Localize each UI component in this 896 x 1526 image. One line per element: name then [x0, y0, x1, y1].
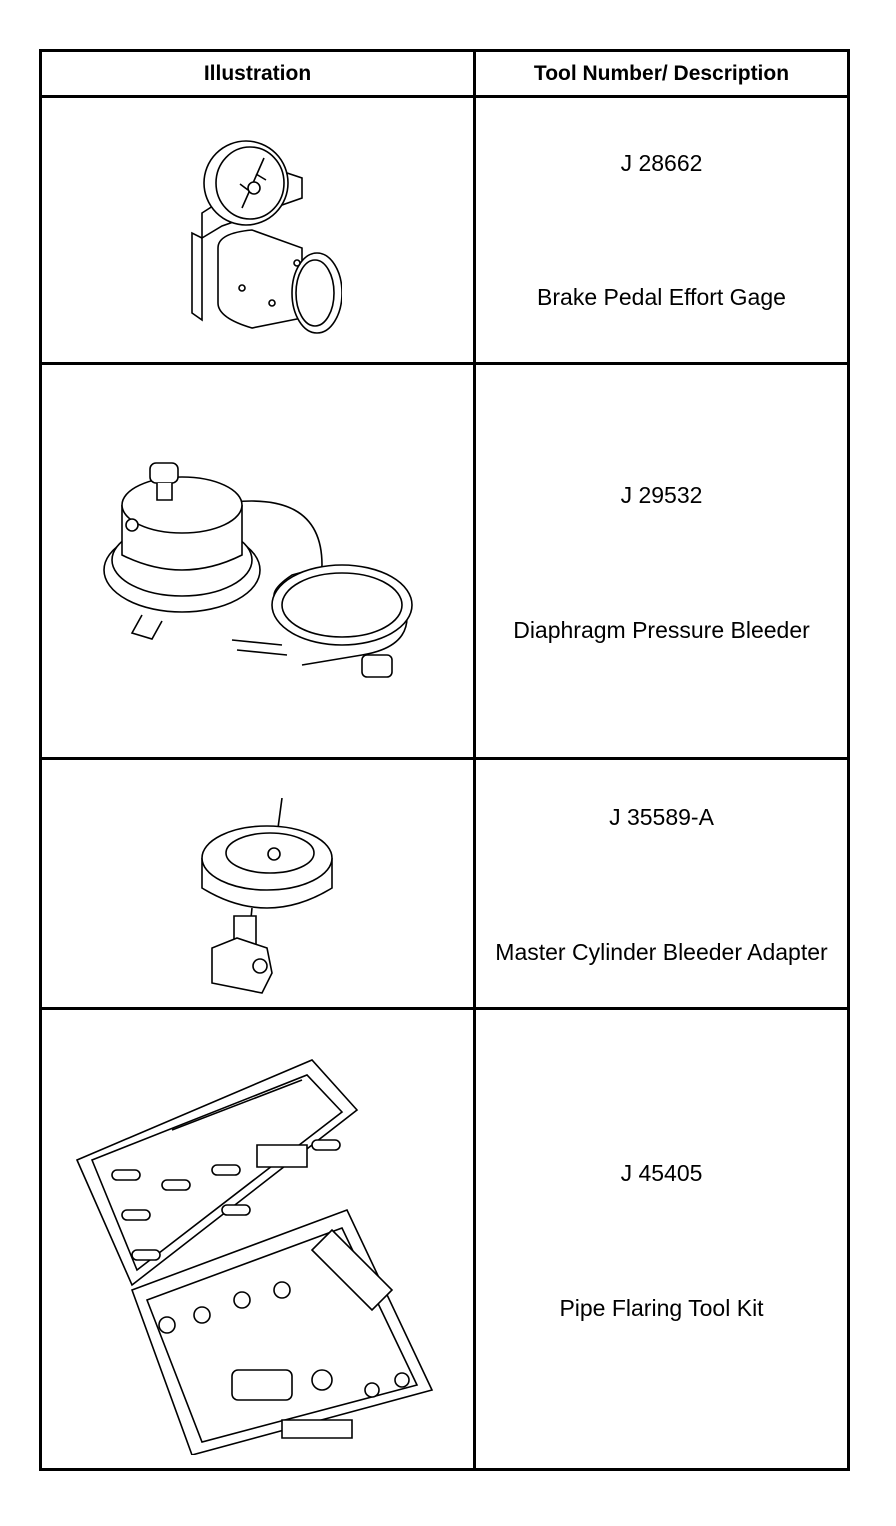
brake-pedal-effort-gage-icon [182, 138, 342, 338]
column-divider [473, 52, 476, 1468]
row-divider [42, 1007, 847, 1010]
tool-number: J 35589-A [609, 804, 714, 830]
bleeder-adapter-icon [192, 798, 342, 998]
tool-description: Pipe Flaring Tool Kit [559, 1295, 764, 1321]
row-divider [42, 362, 847, 365]
illustration-cell [42, 365, 473, 757]
tool-number: J 45405 [620, 1160, 703, 1186]
header-illustration: Illustration [203, 61, 312, 85]
pipe-flaring-kit-icon [72, 1050, 442, 1455]
illustration-cell [42, 760, 473, 1007]
description-cell: J 45405 Pipe Flaring Tool Kit [476, 1010, 847, 1468]
tools-table: Illustration Tool Number/ Description J … [39, 49, 850, 1471]
tool-number: J 28662 [620, 150, 703, 176]
description-cell: J 35589-A Master Cylinder Bleeder Adapte… [476, 760, 847, 1007]
tool-description: Brake Pedal Effort Gage [537, 284, 786, 310]
illustration-cell [42, 98, 473, 362]
header-divider [42, 95, 847, 98]
tool-description: Diaphragm Pressure Bleeder [513, 617, 810, 643]
diaphragm-pressure-bleeder-icon [102, 455, 422, 685]
row-divider [42, 757, 847, 760]
header-description: Tool Number/ Description [533, 61, 790, 85]
illustration-cell [42, 1010, 473, 1468]
description-cell: J 29532 Diaphragm Pressure Bleeder [476, 365, 847, 757]
description-cell: J 28662 Brake Pedal Effort Gage [476, 98, 847, 362]
tool-description: Master Cylinder Bleeder Adapter [495, 939, 828, 965]
tool-number: J 29532 [620, 482, 703, 508]
